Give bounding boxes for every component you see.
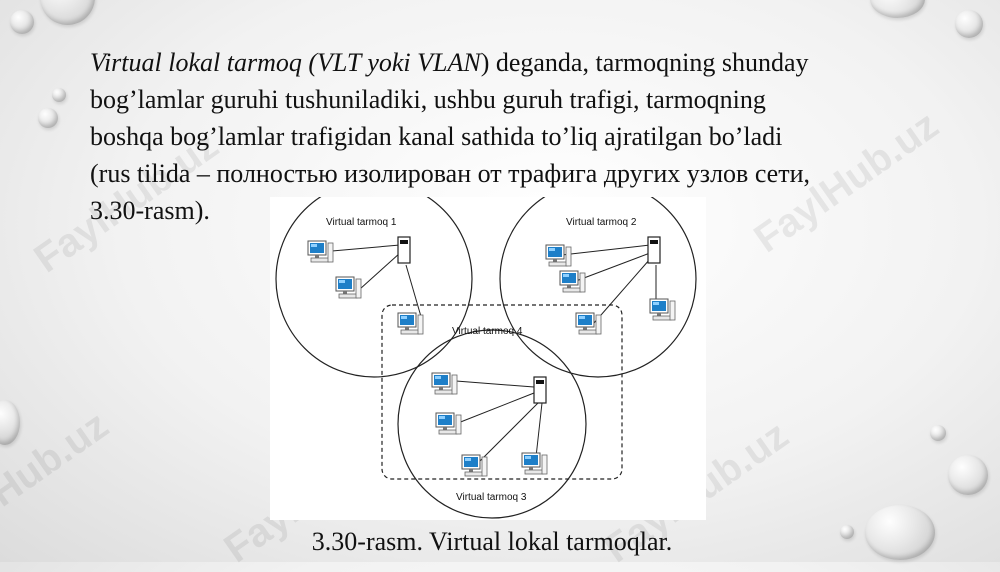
water-drop [840, 525, 854, 539]
body-paragraph: Virtual lokal tarmoq (VLT yoki VLAN) deg… [90, 44, 970, 229]
network-label-4: Virtual tarmoq 4 [452, 326, 523, 337]
vlan-diagram: Virtual tarmoq 1 Virtual tarmoq 2 Virtua… [270, 180, 706, 520]
vlan-diagram-svg: Virtual tarmoq 1 Virtual tarmoq 2 Virtua… [275, 180, 697, 519]
network-label-3: Virtual tarmoq 3 [456, 492, 527, 503]
network-circle-3 [397, 329, 587, 519]
water-drop [930, 425, 946, 441]
water-drop [870, 0, 925, 18]
computer-icon [435, 412, 462, 435]
computer-icon [559, 270, 586, 293]
switch-icon [397, 236, 411, 264]
computer-icon [461, 454, 488, 477]
paragraph-line-3: boshqa bog’lamlar trafigidan kanal sathi… [90, 122, 783, 151]
water-drop [955, 10, 983, 38]
computer-icon [335, 276, 362, 299]
computer-icon [575, 312, 602, 335]
water-drop [38, 108, 58, 128]
computer-icon [545, 244, 572, 267]
water-drop [52, 88, 66, 102]
paragraph-line-2: bog’lamlar guruhi tushuniladiki, ushbu g… [90, 85, 766, 114]
computer-icon [397, 312, 424, 335]
water-drop [0, 400, 20, 445]
paragraph-line-1: Virtual lokal tarmoq (VLT yoki VLAN) deg… [90, 44, 970, 81]
water-drop [40, 0, 95, 25]
computer-icon [521, 452, 548, 475]
computer-icon [307, 240, 334, 263]
water-drop [948, 455, 988, 495]
vlan-4-boundary [381, 304, 623, 480]
computer-icon [649, 298, 676, 321]
switch-icon [647, 236, 661, 264]
computer-icon [431, 372, 458, 395]
paragraph-line-5: 3.30-rasm). [90, 196, 210, 225]
network-label-2: Virtual tarmoq 2 [566, 217, 637, 228]
network-label-1: Virtual tarmoq 1 [326, 217, 397, 228]
paragraph-line-1-rest: ) deganda, tarmoqning shunday [480, 48, 809, 77]
paragraph-line-4: (rus tilida – полностью изолирован от тр… [90, 159, 810, 188]
switch-icon [533, 376, 547, 404]
water-drop [10, 10, 34, 34]
vlan-term: Virtual lokal tarmoq (VLT yoki VLAN [90, 48, 481, 77]
figure-caption: 3.30-rasm. Virtual lokal tarmoqlar. [311, 527, 673, 556]
water-drop [865, 505, 935, 560]
